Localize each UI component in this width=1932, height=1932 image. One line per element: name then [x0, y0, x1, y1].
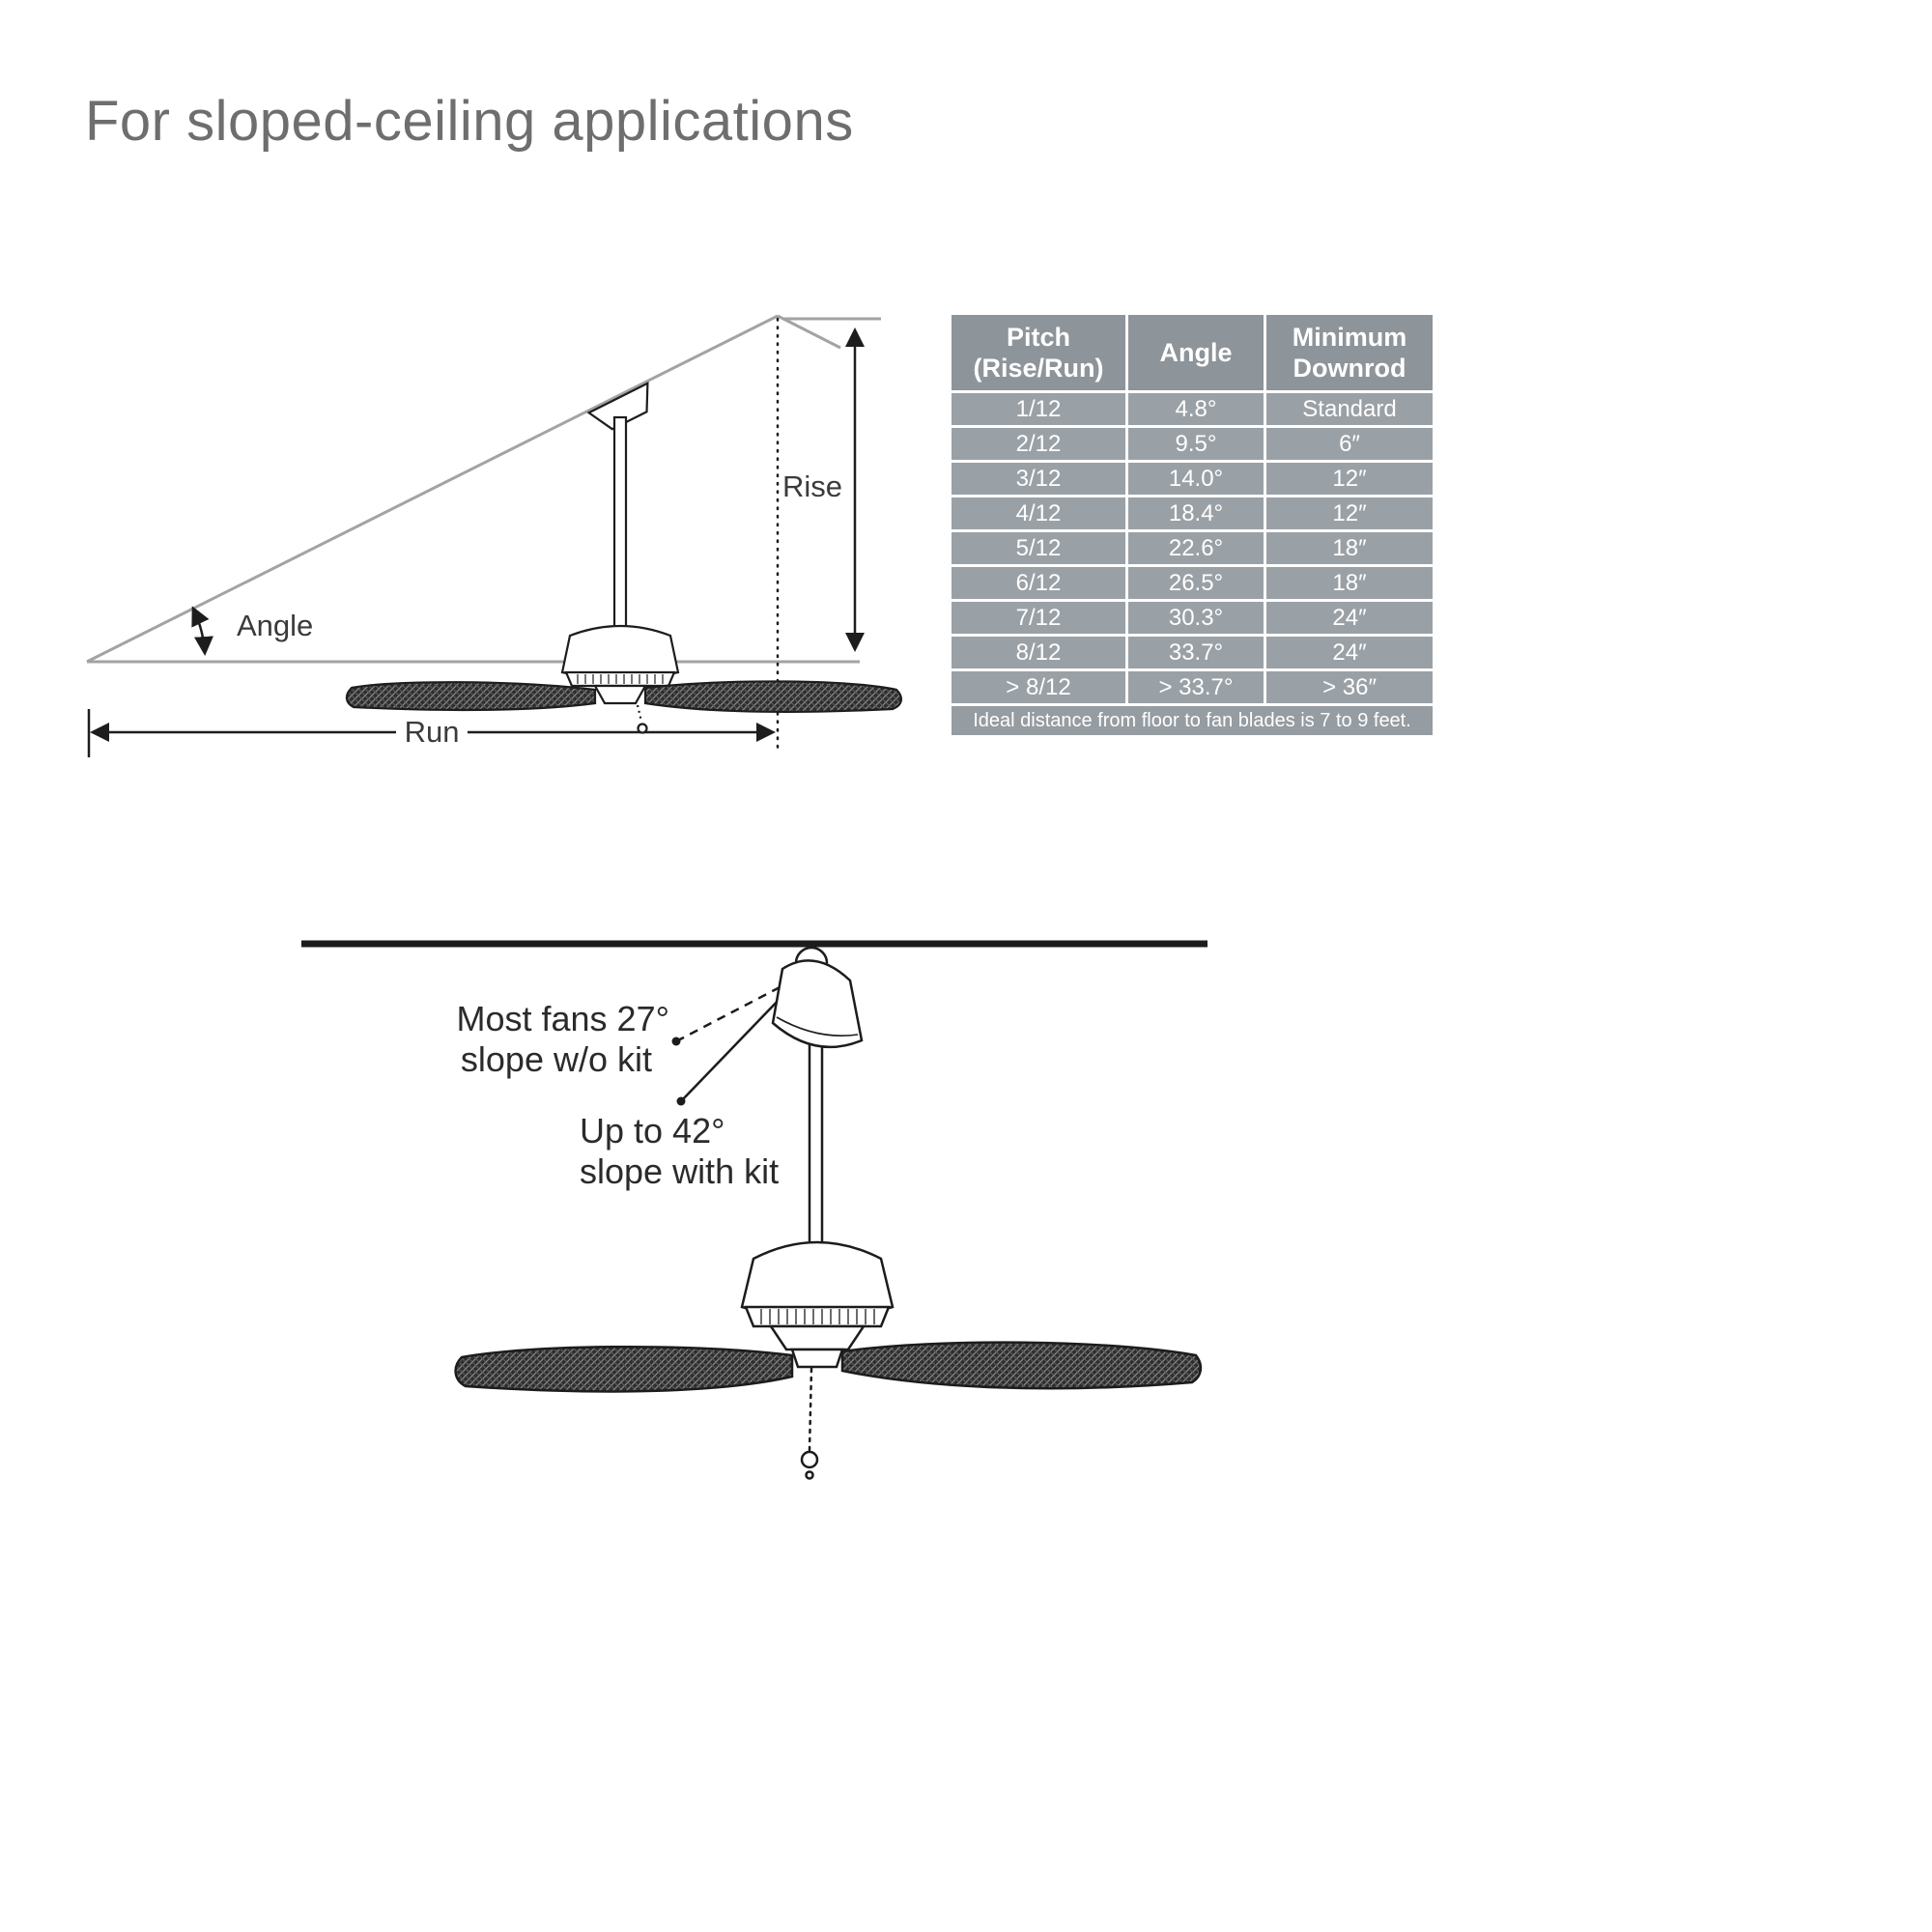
table-cell: 5/12	[952, 532, 1125, 564]
table-cell: 33.7°	[1128, 637, 1264, 668]
table-cell: > 33.7°	[1128, 671, 1264, 703]
table-cell: 30.3°	[1128, 602, 1264, 634]
fan-small-illustration	[345, 381, 902, 734]
table-cell: 12″	[1266, 463, 1433, 495]
table-cell: 6/12	[952, 567, 1125, 599]
run-label: Run	[405, 715, 460, 749]
table-cell: 8/12	[952, 637, 1125, 668]
slope-kit-diagram: Most fans 27° slope w/o kit Up to 42° sl…	[301, 940, 1208, 1480]
table-header-pitch-line2: (Rise/Run)	[973, 354, 1104, 383]
table-cell: 2/12	[952, 428, 1125, 460]
no-kit-label-line2: slope w/o kit	[461, 1039, 652, 1079]
table-cell: > 36″	[1266, 671, 1433, 703]
table-cell: 3/12	[952, 463, 1125, 495]
table-cell: 18″	[1266, 567, 1433, 599]
table-cell: 24″	[1266, 602, 1433, 634]
fan-blade-right	[643, 680, 902, 713]
kit-label-line2: slope with kit	[580, 1151, 779, 1191]
no-kit-label-line1: Most fans 27°	[457, 999, 670, 1038]
pitch-table: Pitch (Rise/Run) Angle Minimum Downrod 1…	[952, 315, 1433, 735]
table-header-pitch: Pitch (Rise/Run)	[952, 315, 1125, 390]
rise-label: Rise	[782, 469, 842, 503]
table-header-downrod-line1: Minimum	[1292, 322, 1407, 352]
table-cell: 4.8°	[1128, 393, 1264, 425]
table-header-pitch-line1: Pitch	[1006, 322, 1070, 352]
page-title: For sloped-ceiling applications	[85, 90, 854, 153]
table-header-downrod: Minimum Downrod	[1266, 315, 1433, 390]
table-cell: 24″	[1266, 637, 1433, 668]
table-cell: 9.5°	[1128, 428, 1264, 460]
table-cell: 6″	[1266, 428, 1433, 460]
table-header-angle: Angle	[1128, 315, 1264, 390]
angle-dimension: Angle	[191, 606, 313, 656]
table-footer-note: Ideal distance from floor to fan blades …	[952, 706, 1433, 735]
table-cell: Standard	[1266, 393, 1433, 425]
table-cell: 14.0°	[1128, 463, 1264, 495]
kit-label-line1: Up to 42°	[580, 1111, 725, 1151]
table-cell: 7/12	[952, 602, 1125, 634]
table-cell: 26.5°	[1128, 567, 1264, 599]
fan-blade-right	[840, 1341, 1203, 1390]
no-kit-pointer	[671, 971, 809, 1046]
rise-dimension: Rise	[782, 327, 865, 652]
pitch-diagram: Rise Angle Run	[86, 314, 902, 757]
table-cell: 18.4°	[1128, 497, 1264, 529]
table-cell: 12″	[1266, 497, 1433, 529]
table-header-angle-line1: Angle	[1159, 337, 1233, 367]
table-cell: 22.6°	[1128, 532, 1264, 564]
fan-blade-left	[454, 1345, 794, 1393]
angle-label: Angle	[237, 609, 313, 642]
table-cell: 1/12	[952, 393, 1125, 425]
table-cell: > 8/12	[952, 671, 1125, 703]
slope-outline	[86, 314, 881, 664]
fan-blade-left	[345, 681, 597, 712]
table-cell: 18″	[1266, 532, 1433, 564]
table-header-downrod-line2: Downrod	[1293, 354, 1406, 383]
table-cell: 4/12	[952, 497, 1125, 529]
fan-large-illustration	[454, 946, 1203, 1480]
run-dimension: Run	[87, 709, 776, 757]
